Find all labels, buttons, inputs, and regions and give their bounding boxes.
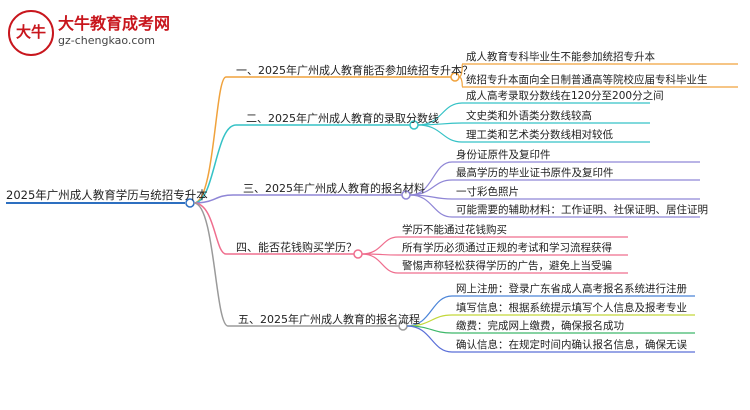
branch-topic: 五、2025年广州成人教育的报名流程	[238, 313, 420, 326]
leaf-connector	[409, 179, 700, 196]
branch-topic: 三、2025年广州成人教育的报名材料	[243, 182, 425, 195]
branch-topic: 二、2025年广州成人教育的录取分数线	[246, 112, 439, 125]
leaf-topic: 可能需要的辅助材料：工作证明、社保证明、居住证明	[456, 204, 708, 216]
branch-connector	[193, 202, 399, 327]
leaf-connector	[458, 63, 738, 78]
leaf-topic: 身份证原件及复印件	[456, 149, 551, 161]
leaf-topic: 文史类和外语类分数线较高	[466, 110, 592, 122]
leaf-topic: 网上注册：登录广东省成人高考报名系统进行注册	[456, 283, 687, 295]
leaf-topic: 统招专升本面向全日制普通高等院校应届专科毕业生	[466, 74, 708, 86]
leaf-topic: 最高学历的毕业证书原件及复印件	[456, 167, 614, 179]
logo-url: gz-chengkao.com	[58, 34, 155, 47]
branch-connector	[193, 194, 402, 204]
branch-topic: 一、2025年广州成人教育能否参加统招专升本？	[236, 64, 473, 77]
branch-connector	[193, 202, 354, 255]
leaf-connector	[361, 253, 628, 274]
logo-title: 大牛教育成考网	[58, 14, 171, 33]
leaf-topic: 确认信息：在规定时间内确认报名信息，确保无误	[456, 339, 687, 351]
leaf-topic: 理工类和艺术类分数线相对较低	[466, 129, 613, 141]
leaf-connector	[406, 325, 695, 353]
leaf-connector	[417, 102, 650, 126]
leaf-topic: 成人教育专科毕业生不能参加统招专升本	[466, 51, 655, 63]
leaf-connector	[406, 314, 695, 327]
leaf-topic: 学历不能通过花钱购买	[402, 224, 507, 236]
leaf-connector	[406, 295, 695, 327]
leaf-connector	[417, 124, 650, 143]
branch-topic: 四、能否花钱购买学历？	[236, 241, 357, 254]
leaf-topic: 成人高考录取分数线在120分至200分之间	[466, 90, 664, 102]
leaf-topic: 所有学历必须通过正规的考试和学习流程获得	[402, 242, 612, 254]
leaf-topic: 填写信息：根据系统提示填写个人信息及报考专业	[456, 302, 687, 314]
logo-badge: 大牛	[8, 10, 54, 56]
leaf-topic: 一寸彩色照片	[456, 186, 519, 198]
branch-connector	[193, 76, 451, 204]
leaf-connector	[458, 76, 738, 88]
leaf-connector	[409, 194, 700, 200]
branch-connector	[193, 124, 410, 204]
site-logo[interactable]: 大牛 大牛教育成考网 gz-chengkao.com	[8, 8, 238, 56]
leaf-topic: 缴费：完成网上缴费，确保报名成功	[456, 320, 624, 332]
leaf-connector	[417, 122, 650, 126]
leaf-topic: 警惕声称轻松获得学历的广告，避免上当受骗	[402, 260, 612, 272]
leaf-connector	[409, 194, 700, 218]
leaf-connector	[361, 236, 628, 255]
root-topic: 2025年广州成人教育学历与统招专升本	[6, 188, 208, 202]
logo-badge-text: 大牛	[15, 23, 46, 41]
